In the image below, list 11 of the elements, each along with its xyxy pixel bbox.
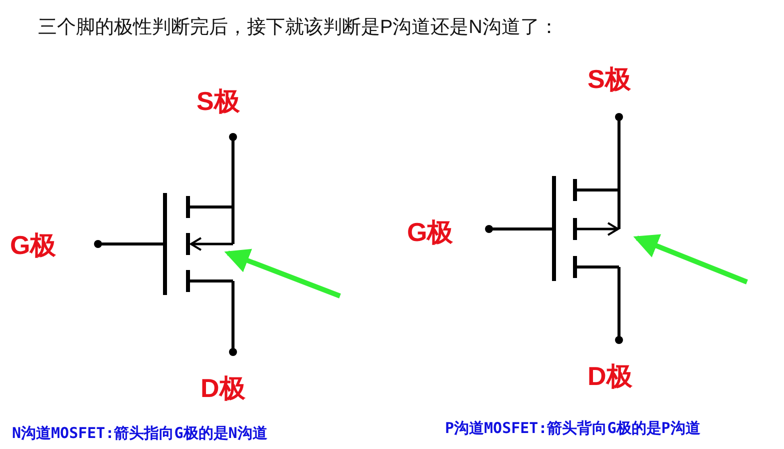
caption-text: P沟道MOSFET:箭头背向G极的是P沟道: [445, 419, 700, 437]
heading: 三个脚的极性判断完后，接下就该判断是P沟道还是N沟道了：: [38, 16, 558, 40]
pointer-arrow: [633, 234, 748, 284]
pin-label: S极: [196, 86, 240, 116]
pin-label: D极: [588, 361, 632, 391]
pin-label: G极: [10, 230, 56, 260]
pin-label: D极: [200, 373, 246, 403]
caption-text: N沟道MOSFET:箭头指向G极的是N沟道: [12, 424, 268, 442]
pin-label: G极: [407, 217, 454, 247]
pin-label: S极: [588, 64, 631, 94]
pointer-arrow: [224, 248, 341, 298]
